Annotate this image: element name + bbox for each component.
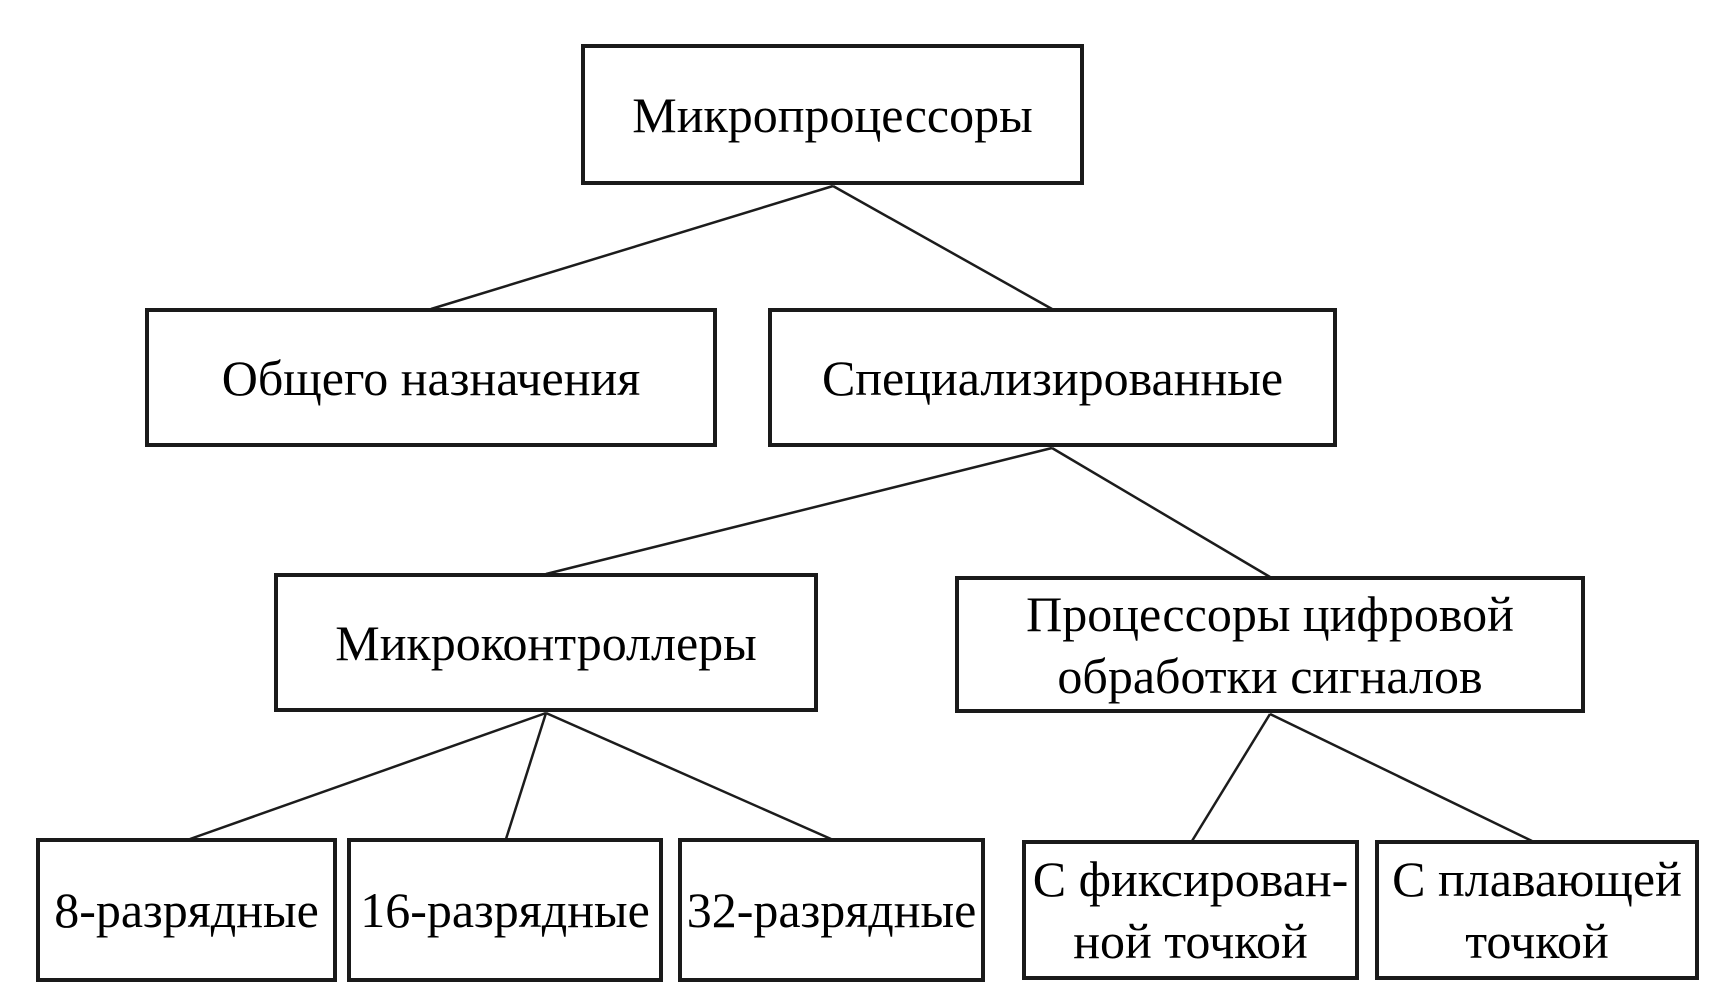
edge-microcontrollers-16-bit bbox=[504, 712, 548, 840]
node-floating-point: С плавающей точкой bbox=[1375, 840, 1699, 980]
edge-microcontrollers-32-bit bbox=[545, 711, 832, 841]
edge-specialized-microcontrollers bbox=[545, 446, 1053, 576]
edge-microprocessors-specialized bbox=[832, 184, 1053, 311]
node-microprocessors: Микропроцессоры bbox=[581, 44, 1084, 185]
edge-dsp-floating-point bbox=[1269, 712, 1533, 843]
edge-microcontrollers-8-bit bbox=[189, 711, 547, 841]
node-specialized: Специализированные bbox=[768, 308, 1337, 447]
node-microcontrollers: Микроконтроллеры bbox=[274, 573, 818, 712]
edge-dsp-fixed-point bbox=[1190, 713, 1272, 842]
node-32-bit: 32-разрядные bbox=[678, 838, 985, 982]
node-general-purpose: Общего назначения bbox=[145, 308, 717, 447]
node-fixed-point: С фиксирован- ной точкой bbox=[1022, 840, 1359, 980]
edge-specialized-dsp bbox=[1051, 446, 1271, 579]
node-16-bit: 16-разрядные bbox=[347, 838, 663, 982]
node-8-bit: 8-разрядные bbox=[36, 838, 337, 982]
node-dsp: Процессоры цифровой обработки сигналов bbox=[955, 576, 1585, 713]
edge-microprocessors-general-purpose bbox=[430, 184, 834, 311]
